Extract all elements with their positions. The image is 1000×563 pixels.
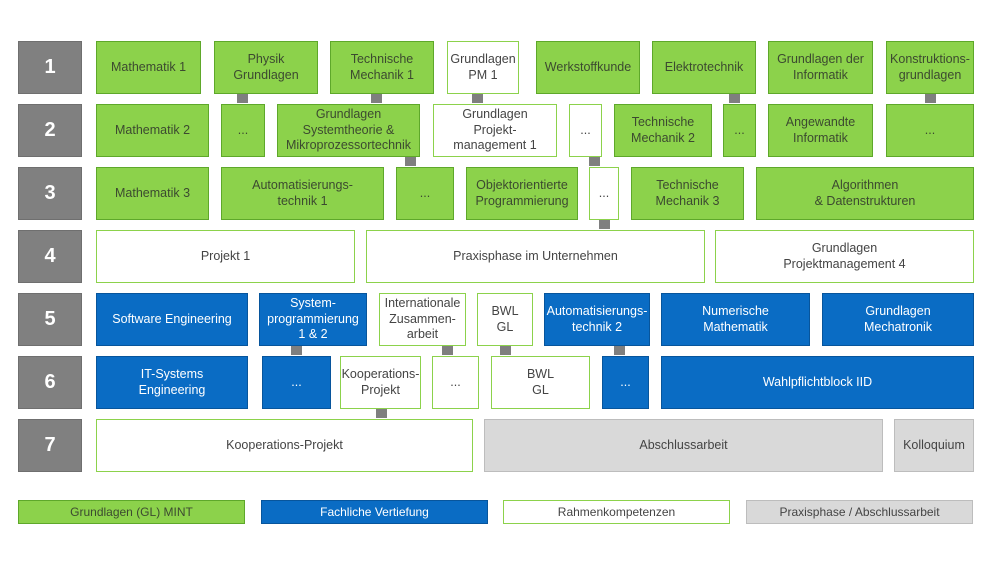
- module-projektmanagement-4: Grundlagen Projektmanagement 4: [715, 230, 974, 283]
- connector-automatisierung2-to-row6: [614, 346, 625, 355]
- module-grundlagen-informatik: Grundlagen der Informatik: [768, 41, 873, 94]
- module-ellipsis-2d: ...: [886, 104, 974, 157]
- module-automatisierungstechnik-1: Automatisierungs- technik 1: [221, 167, 384, 220]
- legend-praxisphase-abschlussarbeit: Praxisphase / Abschlussarbeit: [746, 500, 973, 524]
- module-kooperations-projekt-7: Kooperations-Projekt: [96, 419, 473, 472]
- module-kolloquium: Kolloquium: [894, 419, 974, 472]
- semester-1-label: 1: [18, 41, 82, 94]
- module-ellipsis-2a: ...: [221, 104, 265, 157]
- connector-physik-to-row2: [237, 94, 248, 103]
- connector-konstruktion-to-row2: [925, 94, 936, 103]
- module-grundlagen-pm-1: Grundlagen PM 1: [447, 41, 519, 94]
- module-it-systems-engineering: IT-Systems Engineering: [96, 356, 248, 409]
- semester-4-label: 4: [18, 230, 82, 283]
- module-ellipsis-3a: ...: [396, 167, 454, 220]
- connector-ellipsis2b-to-row3: [589, 157, 600, 166]
- module-technische-mechanik-3: Technische Mechanik 3: [631, 167, 744, 220]
- connector-international-to-row6: [442, 346, 453, 355]
- module-systemprogrammierung: System- programmierung 1 & 2: [259, 293, 367, 346]
- module-automatisierungstechnik-2: Automatisierungs- technik 2: [544, 293, 650, 346]
- module-grundlagen-mechatronik: Grundlagen Mechatronik: [822, 293, 974, 346]
- legend-fachliche-vertiefung: Fachliche Vertiefung: [261, 500, 488, 524]
- module-technische-mechanik-2: Technische Mechanik 2: [614, 104, 712, 157]
- module-mathematik-1: Mathematik 1: [96, 41, 201, 94]
- semester-3-label: 3: [18, 167, 82, 220]
- connector-ellipsis3b-to-row4: [599, 220, 610, 229]
- semester-2-label: 2: [18, 104, 82, 157]
- connector-kooperation6-to-row7: [376, 409, 387, 418]
- module-kooperations-projekt-6: Kooperations- Projekt: [340, 356, 421, 409]
- module-ellipsis-6c: ...: [602, 356, 649, 409]
- module-internationale-zusammenarbeit: Internationale Zusammen- arbeit: [379, 293, 466, 346]
- module-abschlussarbeit: Abschlussarbeit: [484, 419, 883, 472]
- module-wahlpflichtblock-iid: Wahlpflichtblock IID: [661, 356, 974, 409]
- module-praxisphase-im-unternehmen: Praxisphase im Unternehmen: [366, 230, 705, 283]
- module-bwl-gl-6: BWL GL: [491, 356, 590, 409]
- module-ellipsis-2b: ...: [569, 104, 602, 157]
- semester-5-label: 5: [18, 293, 82, 346]
- module-objektorientierte-programmierung: Objektorientierte Programmierung: [466, 167, 578, 220]
- module-technische-mechanik-1: Technische Mechanik 1: [330, 41, 434, 94]
- module-konstruktionsgrundlagen: Konstruktions- grundlagen: [886, 41, 974, 94]
- semester-6-label: 6: [18, 356, 82, 409]
- connector-pm1-to-projektmanagement1: [472, 94, 483, 103]
- module-numerische-mathematik: Numerische Mathematik: [661, 293, 810, 346]
- module-physik-grundlagen: Physik Grundlagen: [214, 41, 318, 94]
- connector-systemprog-to-row6: [291, 346, 302, 355]
- module-angewandte-informatik: Angewandte Informatik: [768, 104, 873, 157]
- module-ellipsis-3b: ...: [589, 167, 619, 220]
- module-projekt-1: Projekt 1: [96, 230, 355, 283]
- legend-rahmenkompetenzen: Rahmenkompetenzen: [503, 500, 730, 524]
- module-werkstoffkunde: Werkstoffkunde: [536, 41, 640, 94]
- connector-techmech1-to-systemtheorie: [371, 94, 382, 103]
- module-elektrotechnik: Elektrotechnik: [652, 41, 756, 94]
- module-mathematik-3: Mathematik 3: [96, 167, 209, 220]
- module-ellipsis-6a: ...: [262, 356, 331, 409]
- module-mathematik-2: Mathematik 2: [96, 104, 209, 157]
- module-systemtheorie-mikroprozessortechnik: Grundlagen Systemtheorie & Mikroprozesso…: [277, 104, 420, 157]
- module-bwl-gl-5: BWL GL: [477, 293, 533, 346]
- connector-elektrotechnik-to-row2: [729, 94, 740, 103]
- connector-bwl5-to-bwl6: [500, 346, 511, 355]
- semester-7-label: 7: [18, 419, 82, 472]
- module-ellipsis-6b: ...: [432, 356, 479, 409]
- module-algorithmen-datenstrukturen: Algorithmen & Datenstrukturen: [756, 167, 974, 220]
- connector-systemtheorie-to-row3: [405, 157, 416, 166]
- legend-mint: Grundlagen (GL) MINT: [18, 500, 245, 524]
- module-software-engineering: Software Engineering: [96, 293, 248, 346]
- module-projektmanagement-1: Grundlagen Projekt- management 1: [433, 104, 557, 157]
- module-ellipsis-2c: ...: [723, 104, 756, 157]
